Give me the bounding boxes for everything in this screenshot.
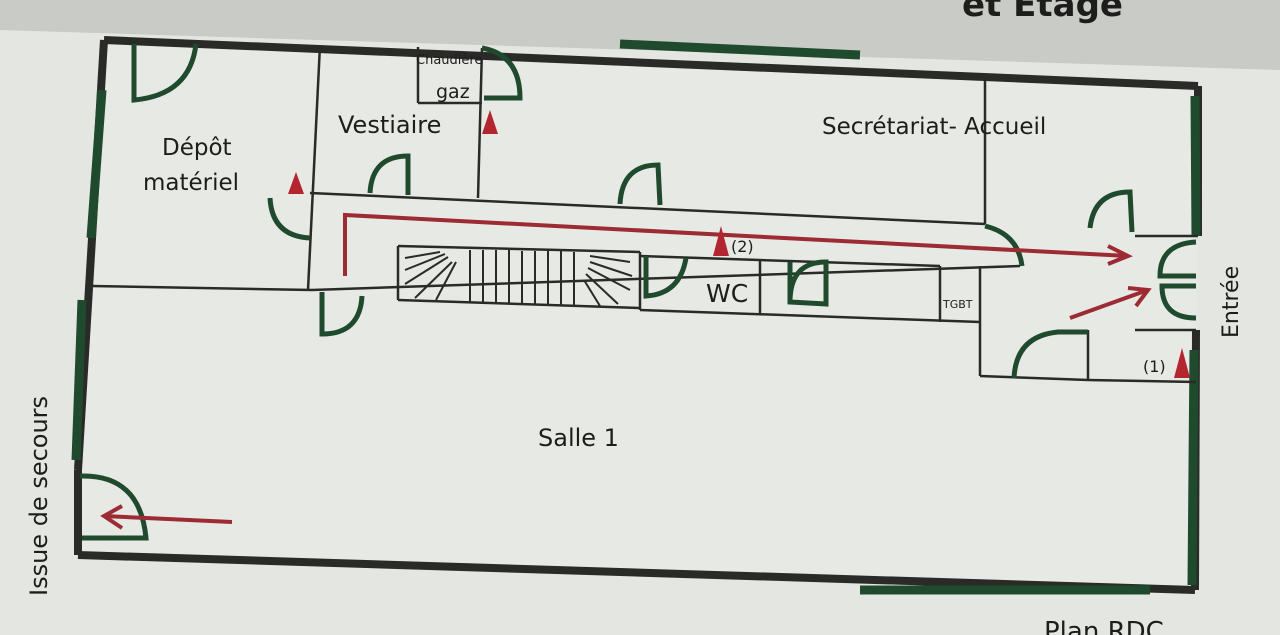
evacuation-route <box>100 212 1152 530</box>
extinguisher-entree-label: (1) <box>1143 357 1166 376</box>
door-chaudiere <box>481 45 523 101</box>
door-couloir-1 <box>617 162 663 206</box>
extinguisher-couloir-label: (2) <box>731 237 754 256</box>
extinguisher-couloir <box>713 226 729 256</box>
door-depot-corridor <box>267 197 311 241</box>
extinguisher-chaudiere <box>482 110 498 134</box>
room-depot-line1: Dépôt <box>162 135 232 161</box>
window-walls <box>71 39 1201 595</box>
room-tgbt: TGBT <box>942 298 973 311</box>
exit-entree-label: Entrée <box>1219 266 1244 338</box>
exit-issue-secours-label: Issue de secours <box>25 396 53 596</box>
room-salle: Salle 1 <box>538 424 619 452</box>
room-depot-line2: matériel <box>143 170 239 196</box>
doors <box>79 43 1197 541</box>
extinguisher-entree <box>1174 348 1190 378</box>
extinguishers <box>288 110 1190 378</box>
door-wc <box>643 256 689 299</box>
door-entree-bottom <box>1159 283 1197 321</box>
room-chaudiere-line2: gaz <box>436 81 470 103</box>
door-hall <box>1011 329 1088 379</box>
room-vestiaire: Vestiaire <box>338 111 441 139</box>
staircase <box>404 250 633 307</box>
bottom-caption: Plan RDC <box>1044 617 1164 635</box>
door-entree-top <box>1157 239 1197 279</box>
door-secretariat <box>1087 189 1135 233</box>
room-secretariat: Secrétariat- Accueil <box>822 114 1046 140</box>
door-depot <box>131 43 199 103</box>
top-heading: et Étage <box>962 0 1123 25</box>
extinguisher-depot <box>288 172 304 194</box>
room-wc: WC <box>706 279 748 308</box>
door-salle-corridor <box>319 292 365 337</box>
door-hall-corridor <box>984 223 1025 267</box>
plan-floor <box>78 40 1198 590</box>
door-local <box>787 259 829 307</box>
door-vestiaire <box>367 153 411 195</box>
interior-walls <box>91 44 1198 384</box>
door-issue-secours <box>79 473 149 541</box>
room-chaudiere-line1: Chaudière <box>416 53 482 68</box>
